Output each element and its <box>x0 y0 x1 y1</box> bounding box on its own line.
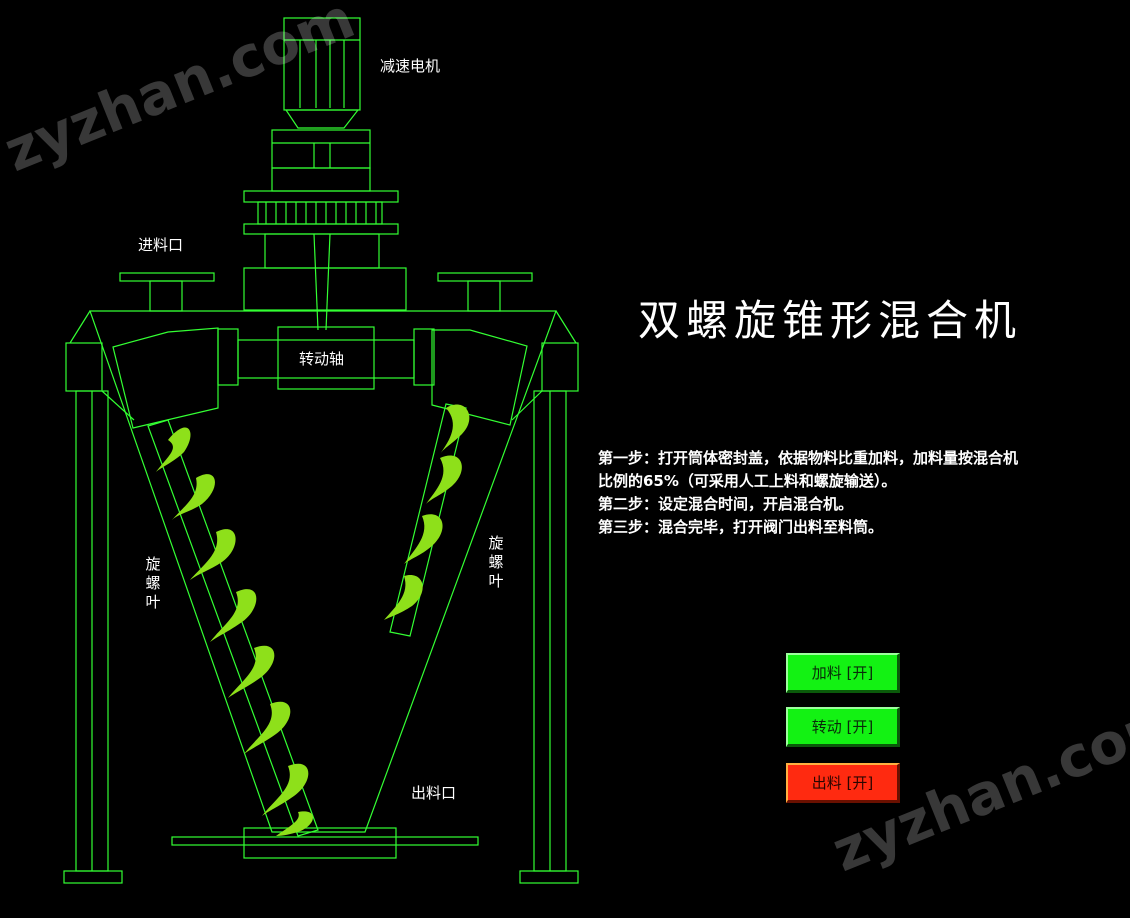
gearbox <box>271 129 371 169</box>
motor-label: 减速电机 <box>380 57 441 75</box>
mixer-outline <box>63 17 579 884</box>
feed-button[interactable]: 加料 [开] <box>786 653 900 693</box>
discharge-button[interactable]: 出料 [开] <box>786 763 900 803</box>
step-line: 第二步：设定混合时间，开启混合机。 <box>598 495 854 513</box>
page-title: 双螺旋锥形混合机 <box>638 296 1023 345</box>
outlet-label: 出料口 <box>411 784 457 802</box>
inlet-right <box>437 272 533 282</box>
inlet-left <box>119 272 215 282</box>
inlet-label: 进料口 <box>138 236 184 254</box>
blade-label-left: 旋螺叶 <box>145 555 161 611</box>
step-line: 第一步：打开筒体密封盖，依据物料比重加料，加料量按混合机 <box>598 449 1019 467</box>
cone-body <box>89 310 557 833</box>
motor-body <box>283 17 361 111</box>
rotate-button[interactable]: 转动 [开] <box>786 707 900 747</box>
top-housing <box>243 267 407 311</box>
spiral-blades <box>156 404 470 836</box>
outlet-flange <box>171 836 479 846</box>
shaft-label: 转动轴 <box>299 350 345 368</box>
step-line: 第三步：混合完毕，打开阀门出料至料筒。 <box>598 518 884 536</box>
step-line: 比例的65%（可采用人工上料和螺旋输送）。 <box>598 472 897 490</box>
shaft-box <box>277 326 375 390</box>
blade-label-right: 旋螺叶 <box>488 534 504 590</box>
instruction-steps: 第一步：打开筒体密封盖，依据物料比重加料，加料量按混合机 比例的65%（可采用人… <box>598 447 1128 539</box>
